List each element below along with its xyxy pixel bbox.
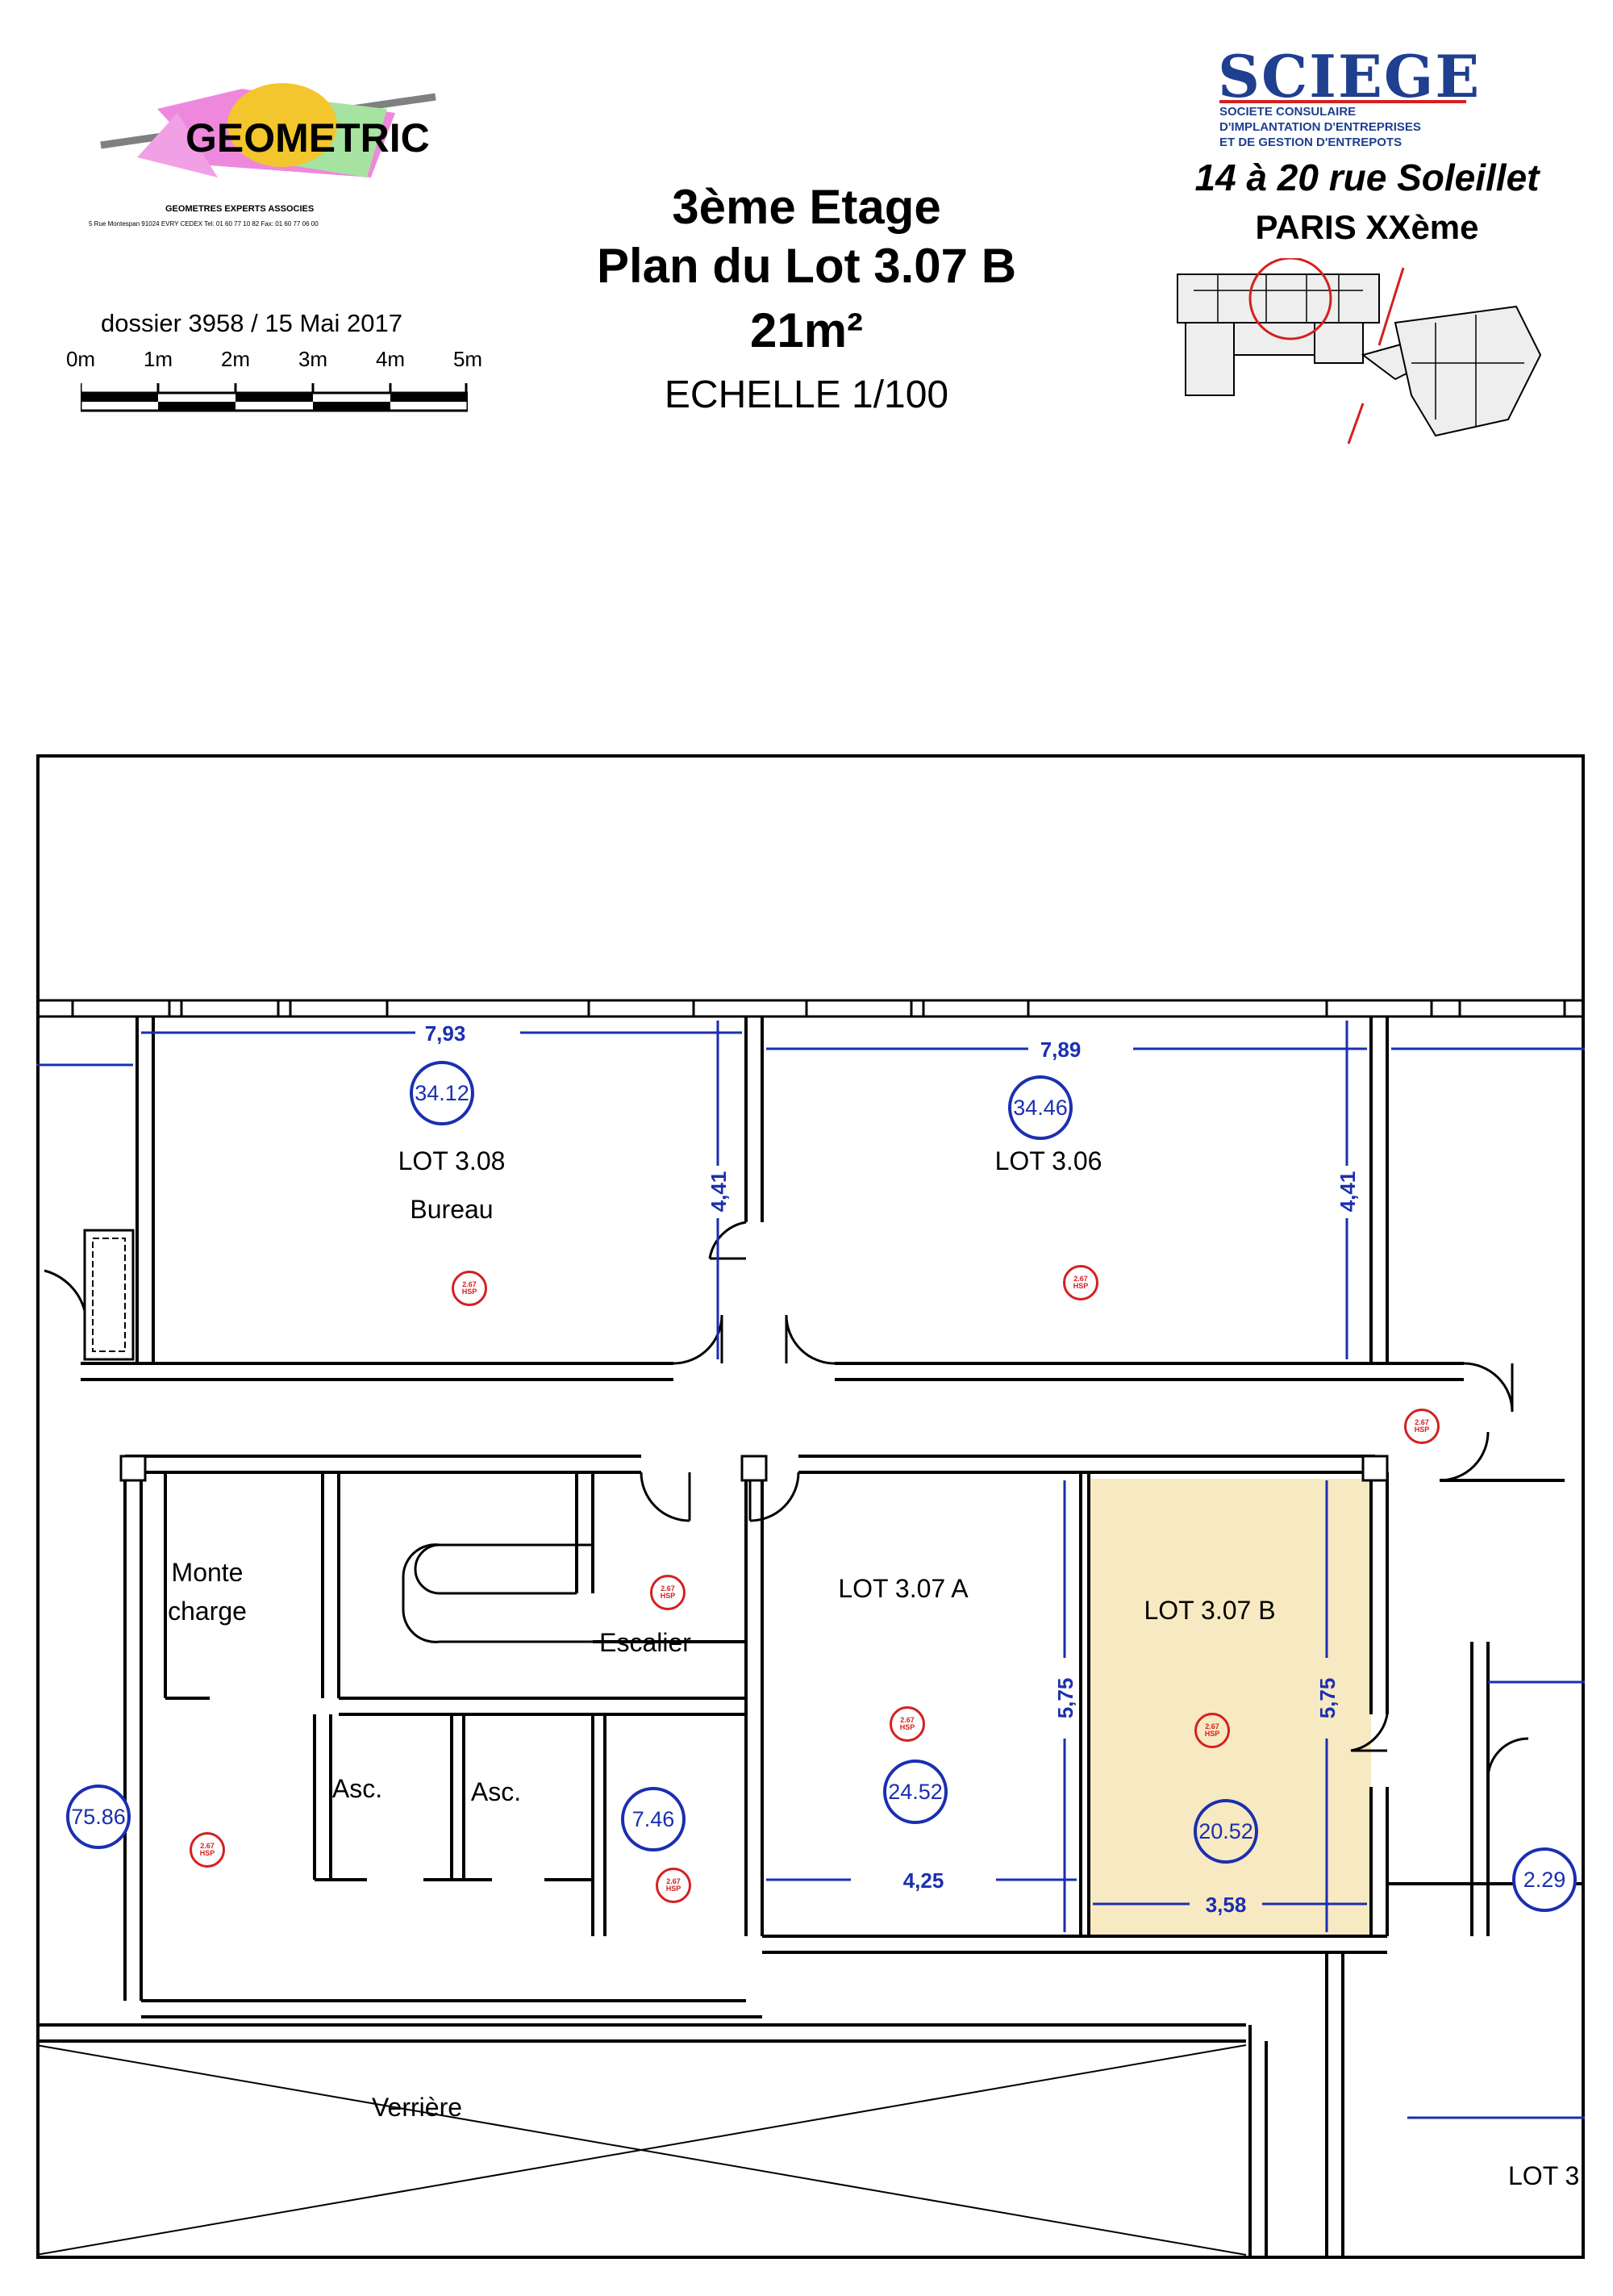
plan-frame	[36, 754, 1585, 2259]
area-lot-307b: 20.52	[1194, 1799, 1258, 1864]
logo-text: GEOMETRIC	[185, 115, 430, 161]
lift-2-label: Asc.	[471, 1777, 521, 1806]
dim-lot-308-height: 4,41	[706, 1171, 731, 1213]
dim-lot-307a-height: 5,75	[1053, 1678, 1077, 1719]
monte-charge-label-2: charge	[168, 1597, 247, 1626]
dim-lot-307b-width: 3,58	[1206, 1893, 1247, 1917]
location-key-map	[1177, 258, 1542, 445]
monte-charge-label-1: Monte	[172, 1558, 244, 1587]
lot-308-label: LOT 3.08	[398, 1146, 506, 1175]
lot-307a-label: LOT 3.07 A	[838, 1574, 969, 1603]
area-lot-307a: 24.52	[883, 1760, 948, 1824]
verriere-label: Verrière	[372, 2093, 462, 2122]
lot-306-label: LOT 3.06	[995, 1146, 1102, 1175]
scale-label-2: 2m	[220, 347, 251, 371]
dimension-lines	[36, 1021, 1585, 2119]
area-landing: 75.86	[66, 1785, 131, 1849]
sciege-line-3: ET DE GESTION D'ENTREPOTS	[1219, 136, 1403, 149]
address-street: 14 à 20 rue Soleillet	[1194, 157, 1540, 198]
geometric-logo: GEOMETRIC GEOMETRES EXPERTS ASSOCIES 5 R…	[89, 83, 436, 228]
door-swings	[44, 1221, 1529, 1780]
dossier-reference: dossier 3958 / 15 Mai 2017	[101, 309, 402, 337]
lift-1-label: Asc.	[332, 1774, 382, 1803]
sciege-logo: SCIEGE	[1218, 42, 1482, 111]
columns	[119, 1455, 1389, 1482]
sciege-line-2: D'IMPLANTATION D'ENTREPRISES	[1219, 120, 1421, 134]
scale-label-4: 4m	[375, 347, 406, 371]
facade-windows	[36, 999, 1585, 1018]
area-lot-306: 34.46	[1008, 1075, 1073, 1140]
title-plan: Plan du Lot 3.07 B	[596, 239, 1017, 293]
logo-address: 5 Rue Montespan 91024 EVRY CEDEX Tel: 01…	[89, 220, 319, 228]
walls	[36, 1017, 1585, 2259]
dim-lot-306-width: 7,89	[1040, 1037, 1082, 1062]
scale-label-0: 0m	[65, 347, 96, 371]
sciege-rule	[1219, 100, 1466, 103]
scale-label-3: 3m	[298, 347, 328, 371]
scale-label-5: 5m	[452, 347, 483, 371]
area-lot-308: 34.12	[410, 1061, 474, 1125]
dim-lot-308-width: 7,93	[425, 1021, 466, 1046]
address-city: PARIS XXème	[1255, 208, 1479, 246]
sciege-line-1: SOCIETE CONSULAIRE	[1219, 105, 1357, 119]
dim-lot-307a-width: 4,25	[903, 1868, 944, 1893]
escalier-label: Escalier	[599, 1628, 691, 1657]
scale-label-1: 1m	[143, 347, 173, 371]
area-escalier: 7.46	[621, 1787, 686, 1851]
lot-307b-label: LOT 3.07 B	[1144, 1596, 1275, 1625]
dim-lot-307b-height: 5,75	[1315, 1678, 1340, 1719]
scale-bar	[81, 383, 468, 412]
logo-subtitle: GEOMETRES EXPERTS ASSOCIES	[165, 204, 314, 214]
title-floor: 3ème Etage	[672, 180, 941, 234]
lot-partial-label: LOT 3	[1508, 2161, 1579, 2190]
dim-lot-306-height: 4,41	[1336, 1171, 1360, 1213]
title-scale: ECHELLE 1/100	[664, 374, 949, 416]
floor-plan: LOT 3.08 Bureau LOT 3.06 LOT 3.07 A LOT …	[36, 754, 1585, 2259]
area-right-small: 2.29	[1512, 1847, 1577, 1912]
title-area: 21m²	[749, 303, 864, 357]
lot-308-use: Bureau	[410, 1195, 493, 1224]
verriere-glazing	[36, 2044, 1247, 2256]
